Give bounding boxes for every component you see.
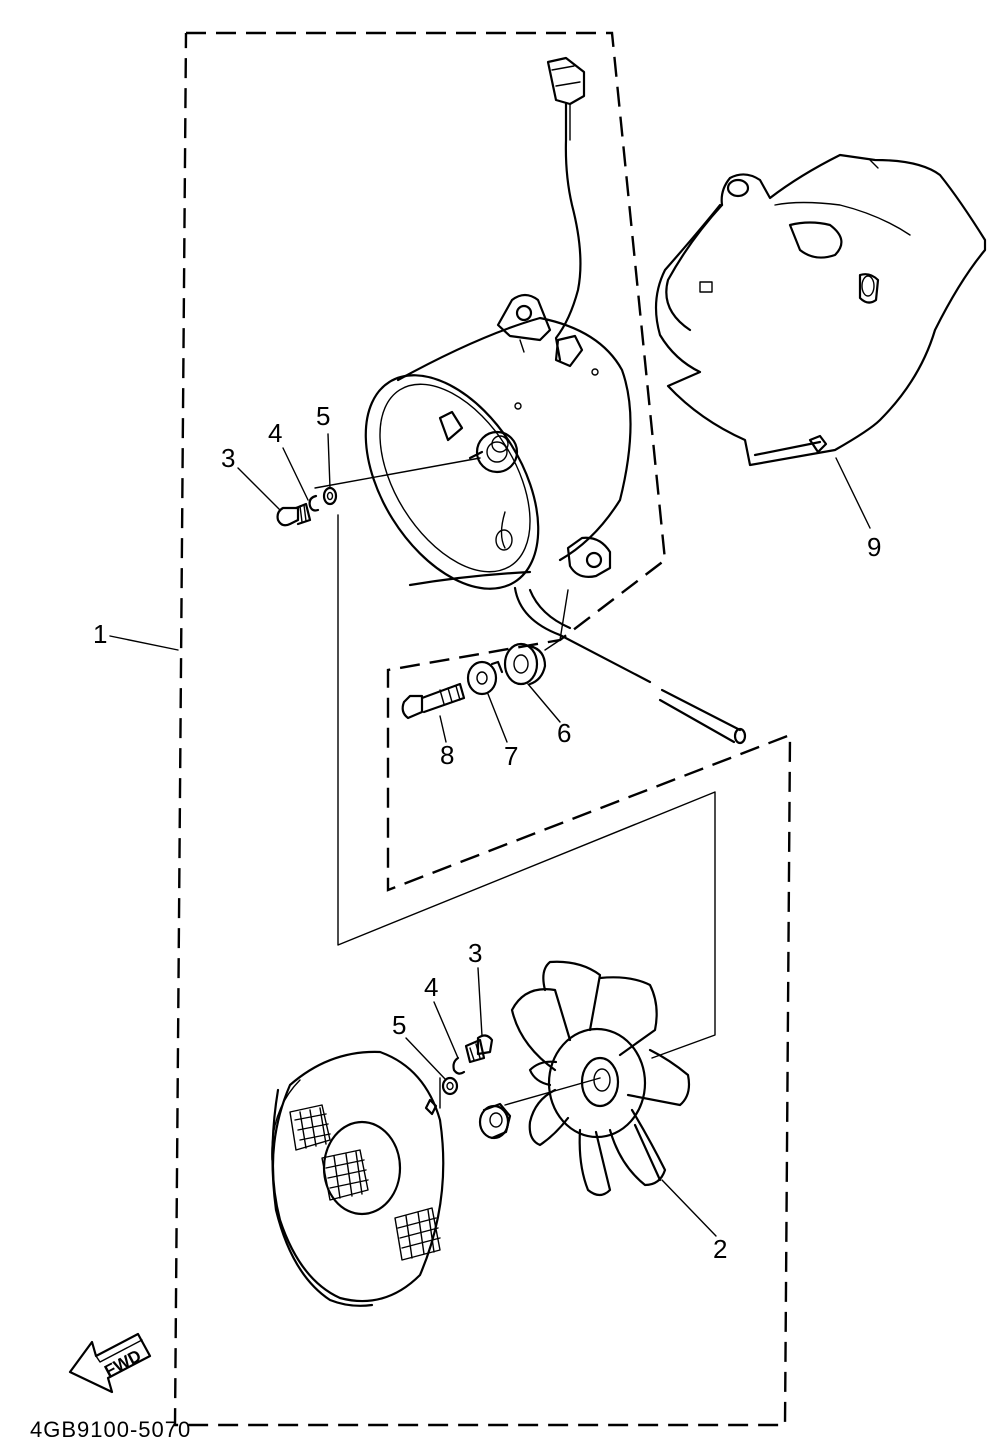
callout-4-bottom: 4 (424, 972, 438, 1002)
callout-5-top: 5 (316, 401, 330, 431)
fan-nut (478, 1102, 512, 1140)
callout-6: 6 (557, 718, 571, 748)
forward-direction-arrow: FWD (68, 1332, 152, 1394)
leader-lines (109, 433, 871, 1237)
callout-3-bottom: 3 (468, 938, 482, 968)
fan-guard (271, 1050, 445, 1307)
callout-numbers: 1 2 3 4 5 6 7 8 9 3 4 5 (93, 401, 881, 1264)
callout-2: 2 (713, 1234, 727, 1264)
assembly-boundary (173, 31, 792, 1427)
callout-9: 9 (867, 532, 881, 562)
callout-7: 7 (504, 741, 518, 771)
callout-1: 1 (93, 619, 107, 649)
top-screw-washers (276, 486, 338, 527)
fan-motor-housing (364, 293, 747, 745)
bottom-screw-washers (441, 1034, 494, 1096)
drawing-code: 4GB9100-5070 (30, 1417, 191, 1442)
fan-blade (510, 960, 691, 1197)
fan-shroud (654, 153, 987, 467)
callout-4-top: 4 (268, 418, 282, 448)
callout-3-top: 3 (221, 443, 235, 473)
mount-bolt-collar-grommet (401, 642, 547, 720)
connector-wire (546, 56, 586, 362)
alignment-lines (314, 457, 716, 1109)
callout-8: 8 (440, 740, 454, 770)
callout-5-bottom: 5 (392, 1010, 406, 1040)
